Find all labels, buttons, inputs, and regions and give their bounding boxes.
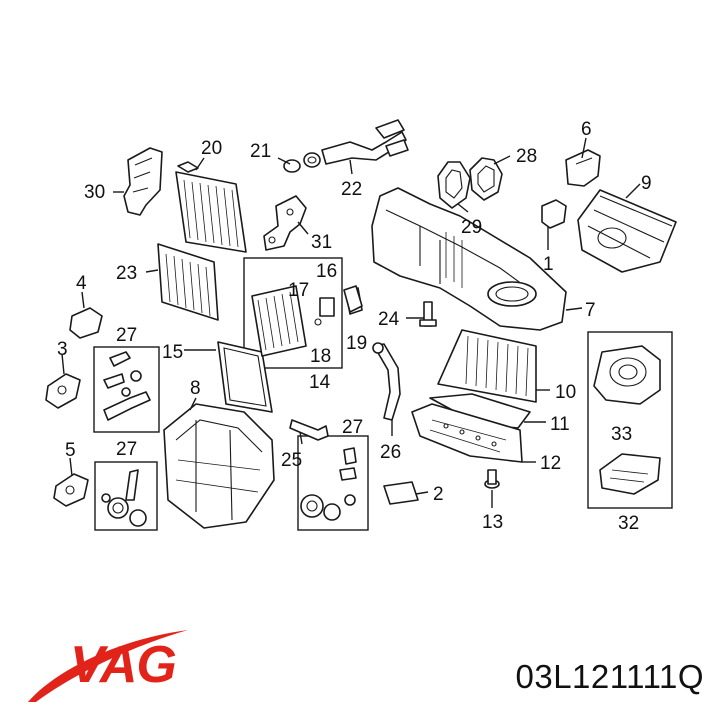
callout-3: 3 (57, 339, 68, 360)
callout-31: 31 (311, 232, 332, 253)
callout-20: 20 (201, 138, 222, 159)
callout-5: 5 (65, 440, 76, 461)
callout-12: 12 (540, 453, 561, 474)
part-28-seal (469, 157, 503, 201)
callout-33: 33 (611, 424, 632, 445)
callout-27-center: 27 (342, 417, 363, 438)
callout-27-left-top: 27 (116, 325, 137, 346)
callout-2: 2 (433, 484, 444, 505)
callout-17: 17 (288, 280, 309, 301)
leader-lines (61, 137, 641, 508)
part-9-blower-housing (577, 189, 677, 273)
part-15-filter-frame (217, 341, 273, 413)
vag-logo: VAG (28, 630, 188, 702)
callout-8: 8 (190, 378, 201, 399)
part-32-blower-motor (593, 345, 661, 405)
part-7-main-housing (371, 187, 567, 331)
callout-11: 11 (550, 414, 570, 435)
part-6-actuator (565, 149, 601, 187)
callout-6: 6 (581, 119, 592, 140)
part-14-expansion-valve (251, 285, 363, 357)
callout-29: 29 (461, 217, 482, 238)
callout-9: 9 (641, 173, 652, 194)
part-4-actuator (69, 307, 103, 339)
part-10-pollen-filter (437, 329, 537, 403)
callout-1: 1 (543, 254, 554, 275)
callout-23: 23 (116, 263, 137, 284)
callout-13: 13 (482, 512, 503, 533)
part-24-sensor (419, 301, 437, 327)
group-box-14 (243, 257, 343, 369)
callout-30: 30 (84, 182, 105, 203)
group-box-32 (587, 331, 673, 509)
callout-18: 18 (310, 346, 331, 367)
part-27-linkages-center (300, 447, 357, 521)
callout-21: 21 (250, 141, 271, 162)
part-25-sensor (289, 419, 329, 441)
part-20-heater-core (175, 161, 247, 253)
part-2-sensor (383, 481, 419, 505)
callout-26: 26 (380, 442, 401, 463)
part-30-duct-bracket (123, 147, 163, 216)
callout-4: 4 (76, 273, 87, 294)
part-19-seal (343, 285, 363, 313)
callout-22: 22 (341, 179, 362, 200)
callout-16: 16 (316, 261, 337, 282)
group-box-27-left-top (93, 346, 160, 433)
part-5-actuator (53, 473, 89, 507)
callout-7: 7 (585, 300, 596, 321)
callout-28: 28 (516, 146, 537, 167)
part-29-seal (437, 161, 471, 209)
callout-19: 19 (346, 333, 367, 354)
part-33-resistor (599, 453, 661, 495)
callout-10: 10 (555, 382, 576, 403)
part-3-actuator (45, 373, 81, 409)
callout-25: 25 (281, 450, 302, 471)
part-23-evaporator (157, 243, 219, 321)
part-number: 03L121111Q (515, 658, 704, 695)
group-box-27-left-bottom (94, 461, 158, 531)
part-27-linkages-bottom (101, 469, 147, 527)
part-21-fittings (283, 152, 321, 173)
group-box-27-center (297, 435, 369, 531)
part-22-coolant-pipes (321, 119, 409, 165)
callout-15: 15 (162, 342, 183, 363)
callout-24: 24 (378, 309, 400, 330)
callout-32: 32 (618, 513, 639, 534)
logo-text: VAG (70, 636, 176, 694)
callout-27-left-bottom: 27 (116, 439, 137, 460)
part-8-lower-housing (163, 403, 275, 529)
part-1-actuator (541, 199, 567, 229)
part-31-bracket (263, 195, 307, 251)
logo-swoosh (28, 630, 188, 702)
part-27-linkages-top (103, 351, 151, 421)
callout-14: 14 (309, 372, 331, 393)
callout-labels: 1 2 3 4 5 6 7 8 9 10 11 12 13 14 15 16 1… (57, 119, 652, 534)
part-26-drain-hose (372, 342, 401, 421)
part-13-clip (484, 469, 500, 489)
